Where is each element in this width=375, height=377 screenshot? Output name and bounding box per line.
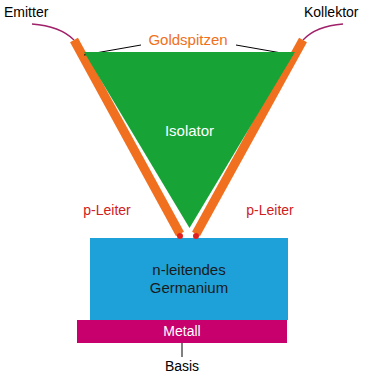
triangle-fill xyxy=(84,52,295,228)
collector-wire xyxy=(303,24,343,40)
terminal-label: Kollektor xyxy=(304,4,358,21)
terminal-label: Basis xyxy=(165,358,199,375)
insulator-triangle: Isolator xyxy=(84,52,295,228)
node-text: n-leitendes Germanium xyxy=(134,261,244,297)
metal-base-plate: Metall xyxy=(77,320,287,343)
p-region-dot xyxy=(177,233,183,239)
base-lead xyxy=(182,343,183,357)
germanium-block: n-leitendes Germanium xyxy=(90,238,288,320)
region-label: p-Leiter xyxy=(83,202,130,219)
region-label: p-Leiter xyxy=(246,202,293,219)
terminal-label: Emitter xyxy=(4,4,48,21)
part-label: Goldspitzen xyxy=(148,31,227,48)
node-text: Isolator xyxy=(84,52,295,140)
triangle-outline xyxy=(84,52,295,228)
p-region-dot xyxy=(193,233,199,239)
node-text: Metall xyxy=(163,323,200,340)
emitter-wire xyxy=(32,24,74,40)
